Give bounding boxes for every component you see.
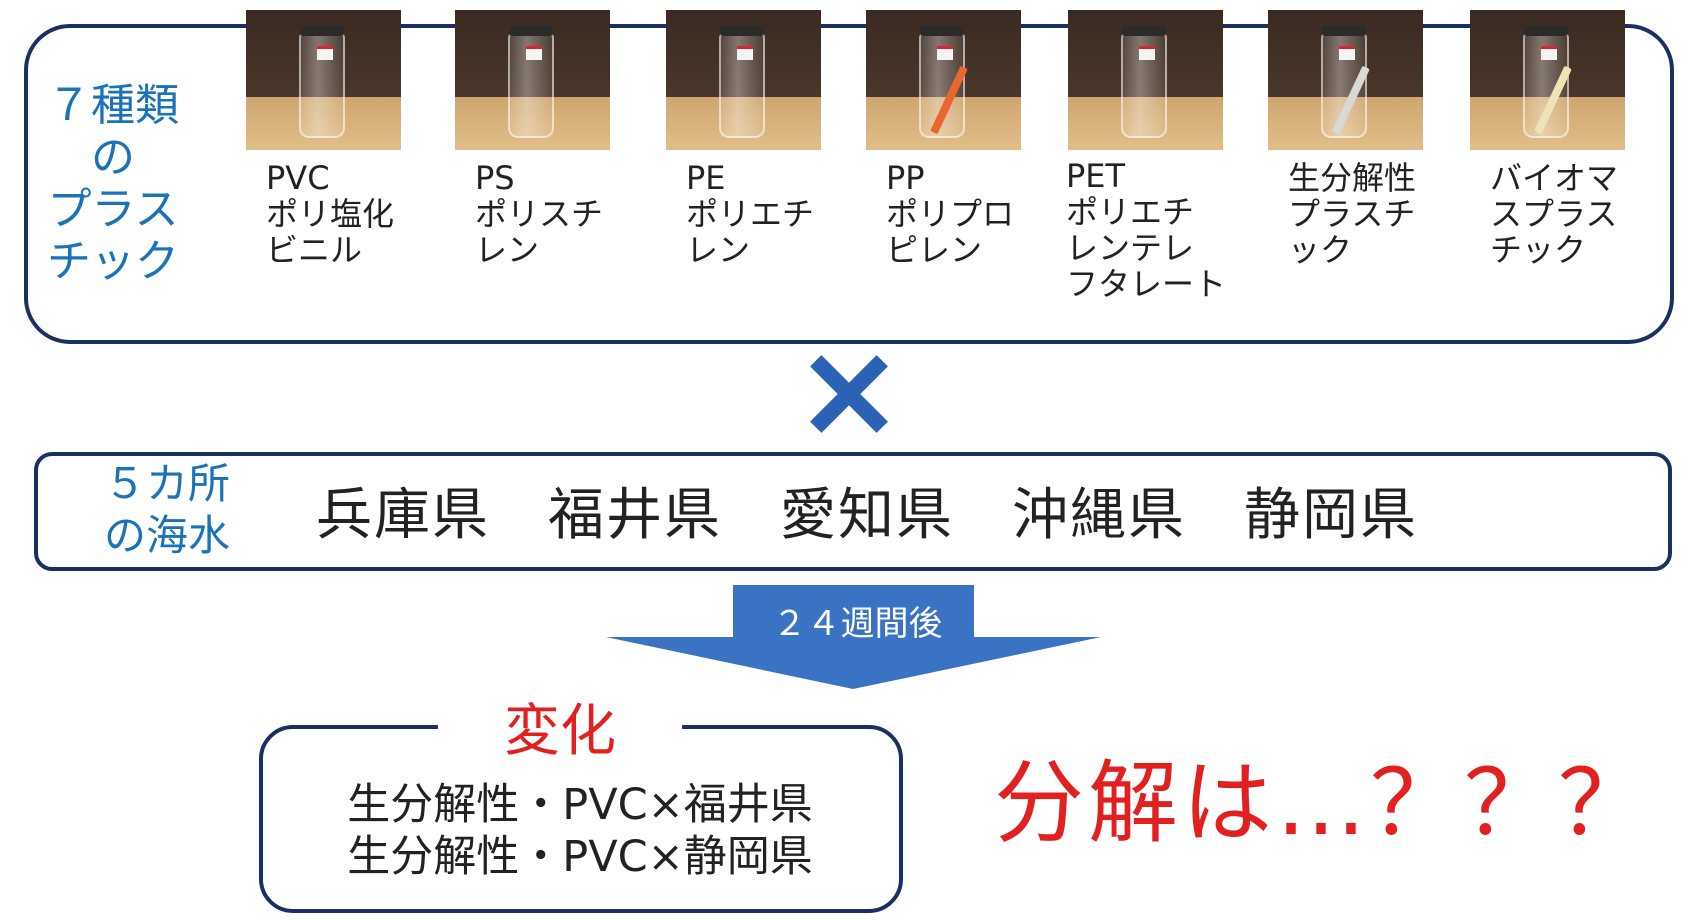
jar-photo — [455, 10, 610, 150]
change-title: 変化 — [438, 697, 682, 767]
sample-label: PVC ポリ塩化 ビニル — [266, 159, 395, 269]
sample-pvc: PVC ポリ塩化 ビニル — [246, 10, 418, 310]
seawater-label: ５カ所 の海水 — [103, 459, 230, 560]
prefecture-hyogo: 兵庫県 — [316, 483, 490, 548]
plastic-strip — [1534, 65, 1572, 135]
prefecture-aichi: 愛知県 — [780, 483, 954, 548]
prefecture-okinawa: 沖縄県 — [1012, 483, 1186, 548]
plastic-strip — [1132, 66, 1170, 135]
jar-photo — [1068, 10, 1223, 150]
sample-ps: PS ポリスチ レン — [455, 10, 627, 310]
down-arrow-icon — [606, 585, 1101, 689]
jar-photo — [666, 10, 821, 150]
plastics-label: ７種類 の プラス チック — [47, 80, 179, 287]
change-line-2: 生分解性・PVC×静岡県 — [347, 832, 813, 882]
multiply-icon — [808, 352, 890, 434]
seawater-panel — [34, 452, 1672, 571]
plastic-strip — [930, 65, 968, 135]
prefecture-shizuoka: 静岡県 — [1244, 483, 1418, 548]
sample-pe: PE ポリエチ レン — [666, 10, 838, 310]
arrow-label: ２４週間後 — [772, 604, 943, 644]
decomposition-question: 分解は…？？？ — [994, 751, 1652, 856]
change-line-1: 生分解性・PVC×福井県 — [347, 780, 813, 830]
sample-label: PS ポリスチ レン — [475, 159, 604, 269]
sample-label: PE ポリエチ レン — [686, 159, 815, 269]
sample-label: バイオマ スプラス チック — [1490, 159, 1619, 269]
sample-pet: PET ポリエチ レンテレ フタレート — [1066, 10, 1240, 310]
prefecture-fukui: 福井県 — [548, 483, 722, 548]
jar-photo — [1470, 10, 1625, 150]
jar-photo — [866, 10, 1021, 150]
sample-biomass: バイオマ スプラス チック — [1470, 10, 1642, 310]
plastic-strip — [1332, 65, 1370, 135]
jar-photo — [246, 10, 401, 150]
sample-label: 生分解性 プラスチ ック — [1288, 159, 1417, 269]
jar-photo — [1268, 10, 1423, 150]
sample-label: PET ポリエチ レンテレ フタレート — [1066, 157, 1227, 303]
sample-label: PP ポリプロ ピレン — [886, 159, 1015, 269]
sample-biodegradable: 生分解性 プラスチ ック — [1268, 10, 1440, 310]
plastic-strip — [730, 66, 768, 135]
plastic-strip — [310, 66, 348, 135]
plastic-strip — [519, 66, 557, 135]
sample-pp: PP ポリプロ ピレン — [866, 10, 1038, 310]
